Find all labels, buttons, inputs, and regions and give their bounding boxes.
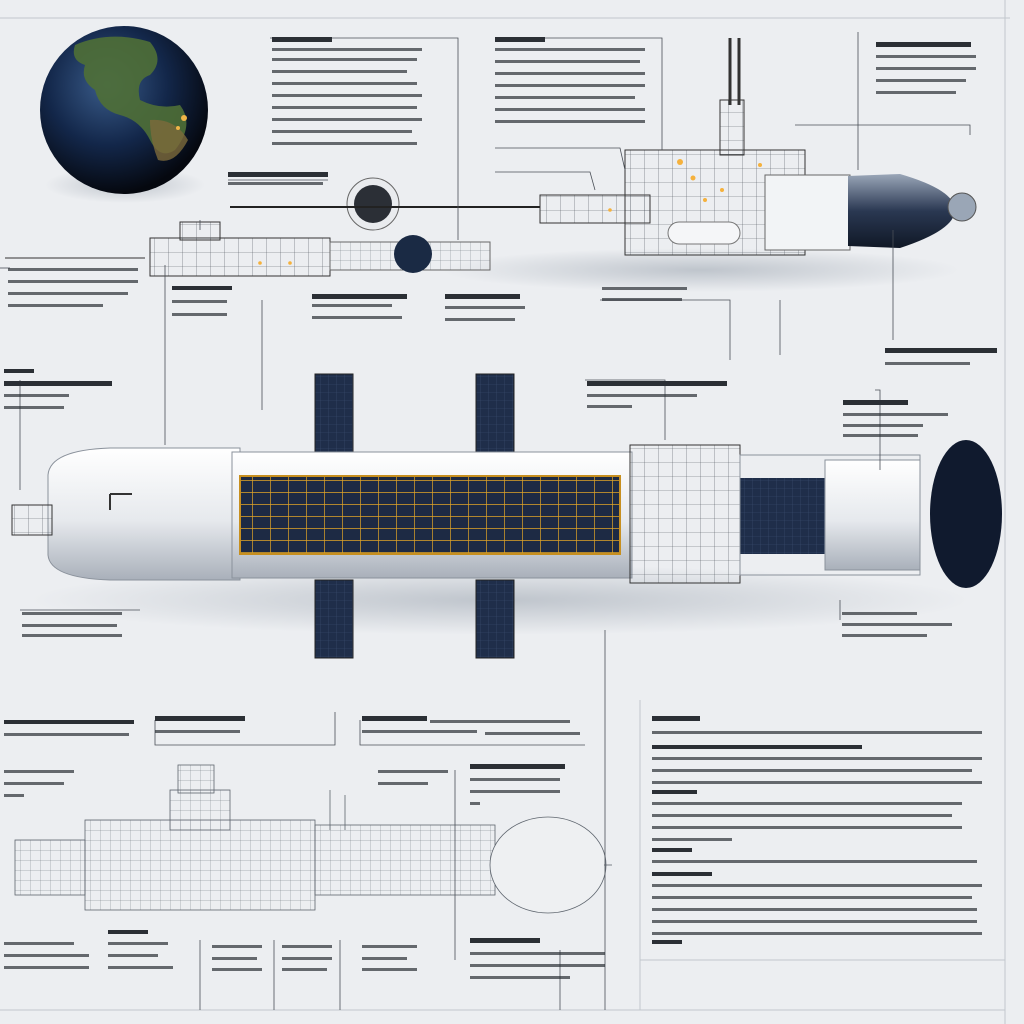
solar-panel-icon <box>475 373 515 455</box>
annotation-block <box>8 268 138 307</box>
annotation-block <box>22 612 122 637</box>
annotation-block <box>362 716 580 735</box>
annotation-block <box>4 720 134 797</box>
solar-panel-icon <box>314 373 354 455</box>
main-station-module <box>11 373 1002 659</box>
annotation-block <box>495 37 645 123</box>
annotation-block <box>378 764 565 805</box>
annotation-block <box>876 42 976 94</box>
upper-station-schematic <box>5 38 977 292</box>
earth-globe-icon <box>40 26 208 203</box>
annotation-block <box>587 381 727 408</box>
annotation-block <box>155 716 245 733</box>
annotation-block <box>885 348 997 365</box>
annotation-block <box>4 930 605 979</box>
solar-panel-icon <box>314 579 354 659</box>
annotation-block <box>272 37 422 145</box>
annotation-text-blocks <box>4 37 997 979</box>
annotation-block <box>172 286 232 316</box>
annotation-block <box>4 369 112 409</box>
annotation-block <box>445 294 525 321</box>
annotation-block <box>602 287 687 301</box>
annotation-block <box>652 716 982 944</box>
annotation-block <box>843 400 948 437</box>
solar-panel-icon <box>475 579 515 659</box>
wireframe-module-icon <box>14 764 612 914</box>
annotation-block <box>228 172 328 185</box>
annotation-block <box>312 294 407 319</box>
annotation-block <box>842 612 952 637</box>
